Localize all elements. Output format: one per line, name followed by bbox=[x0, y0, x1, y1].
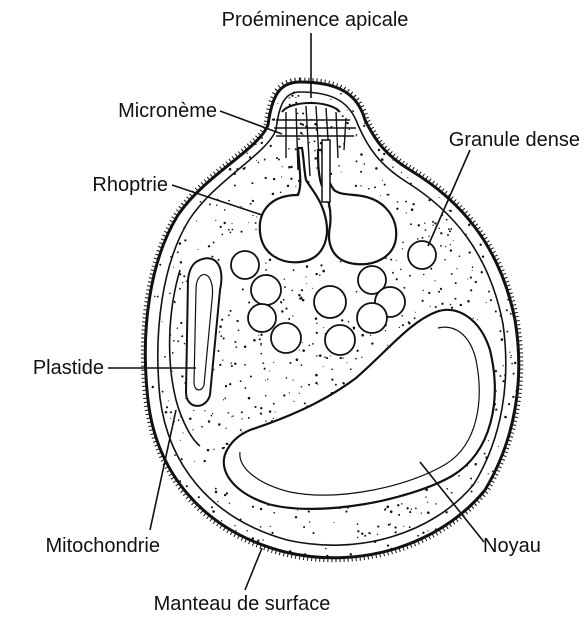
label-mitochondrie: Mitochondrie bbox=[45, 535, 160, 557]
label-noyau: Noyau bbox=[483, 535, 541, 557]
label-rhoptrie: Rhoptrie bbox=[92, 174, 168, 196]
label-proeminence-apicale: Proéminence apicale bbox=[222, 9, 409, 31]
label-granule-dense: Granule dense bbox=[449, 129, 580, 151]
label-plastide: Plastide bbox=[33, 357, 104, 379]
label-manteau-de-surface: Manteau de surface bbox=[154, 593, 331, 615]
label-microneme: Micronème bbox=[118, 100, 217, 122]
conoid-channel bbox=[322, 140, 330, 202]
